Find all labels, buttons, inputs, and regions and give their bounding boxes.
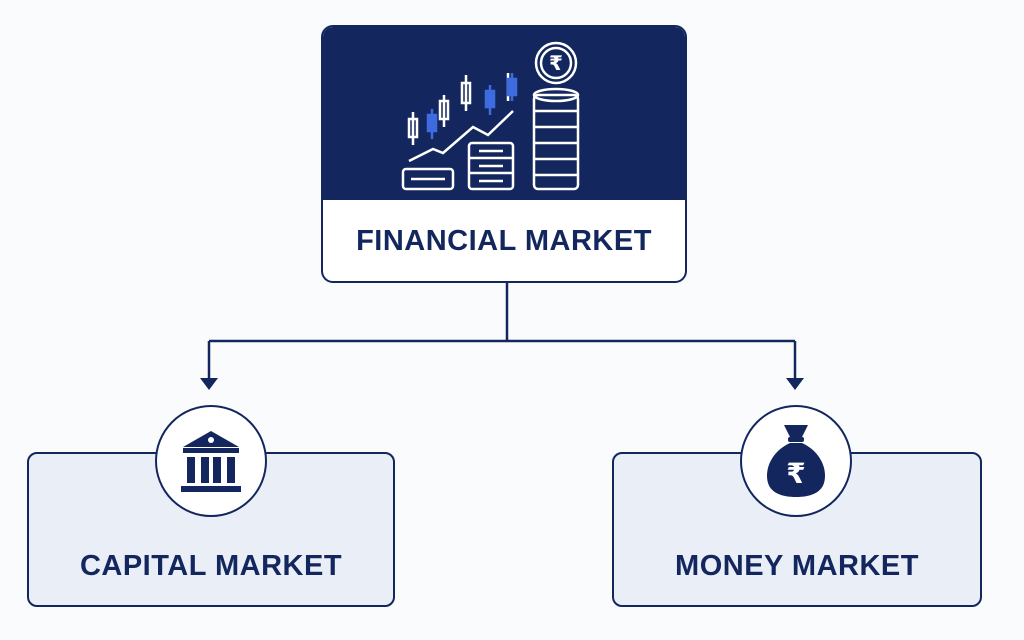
rupee-money-bag-icon: ₹	[766, 425, 826, 497]
rupee-symbol-icon: ₹	[786, 457, 805, 490]
money-market-badge: ₹	[740, 405, 852, 517]
capital-market-label: CAPITAL MARKET	[79, 550, 343, 582]
candlestick-chart-with-rupee-coin-stacks-icon: ₹	[401, 41, 580, 191]
arrow-right-head	[786, 378, 804, 390]
bank-building-icon	[181, 431, 241, 492]
financial-market-label: FINANCIAL MARKET	[356, 225, 652, 257]
financial-market-banner: ₹	[323, 27, 685, 200]
capital-market-badge	[155, 405, 267, 517]
money-market-label: MONEY MARKET	[675, 550, 919, 582]
rupee-symbol-icon: ₹	[549, 51, 563, 75]
financial-market-card: ₹ FINANCIAL MARKET	[321, 25, 687, 283]
arrow-left-head	[200, 378, 218, 390]
